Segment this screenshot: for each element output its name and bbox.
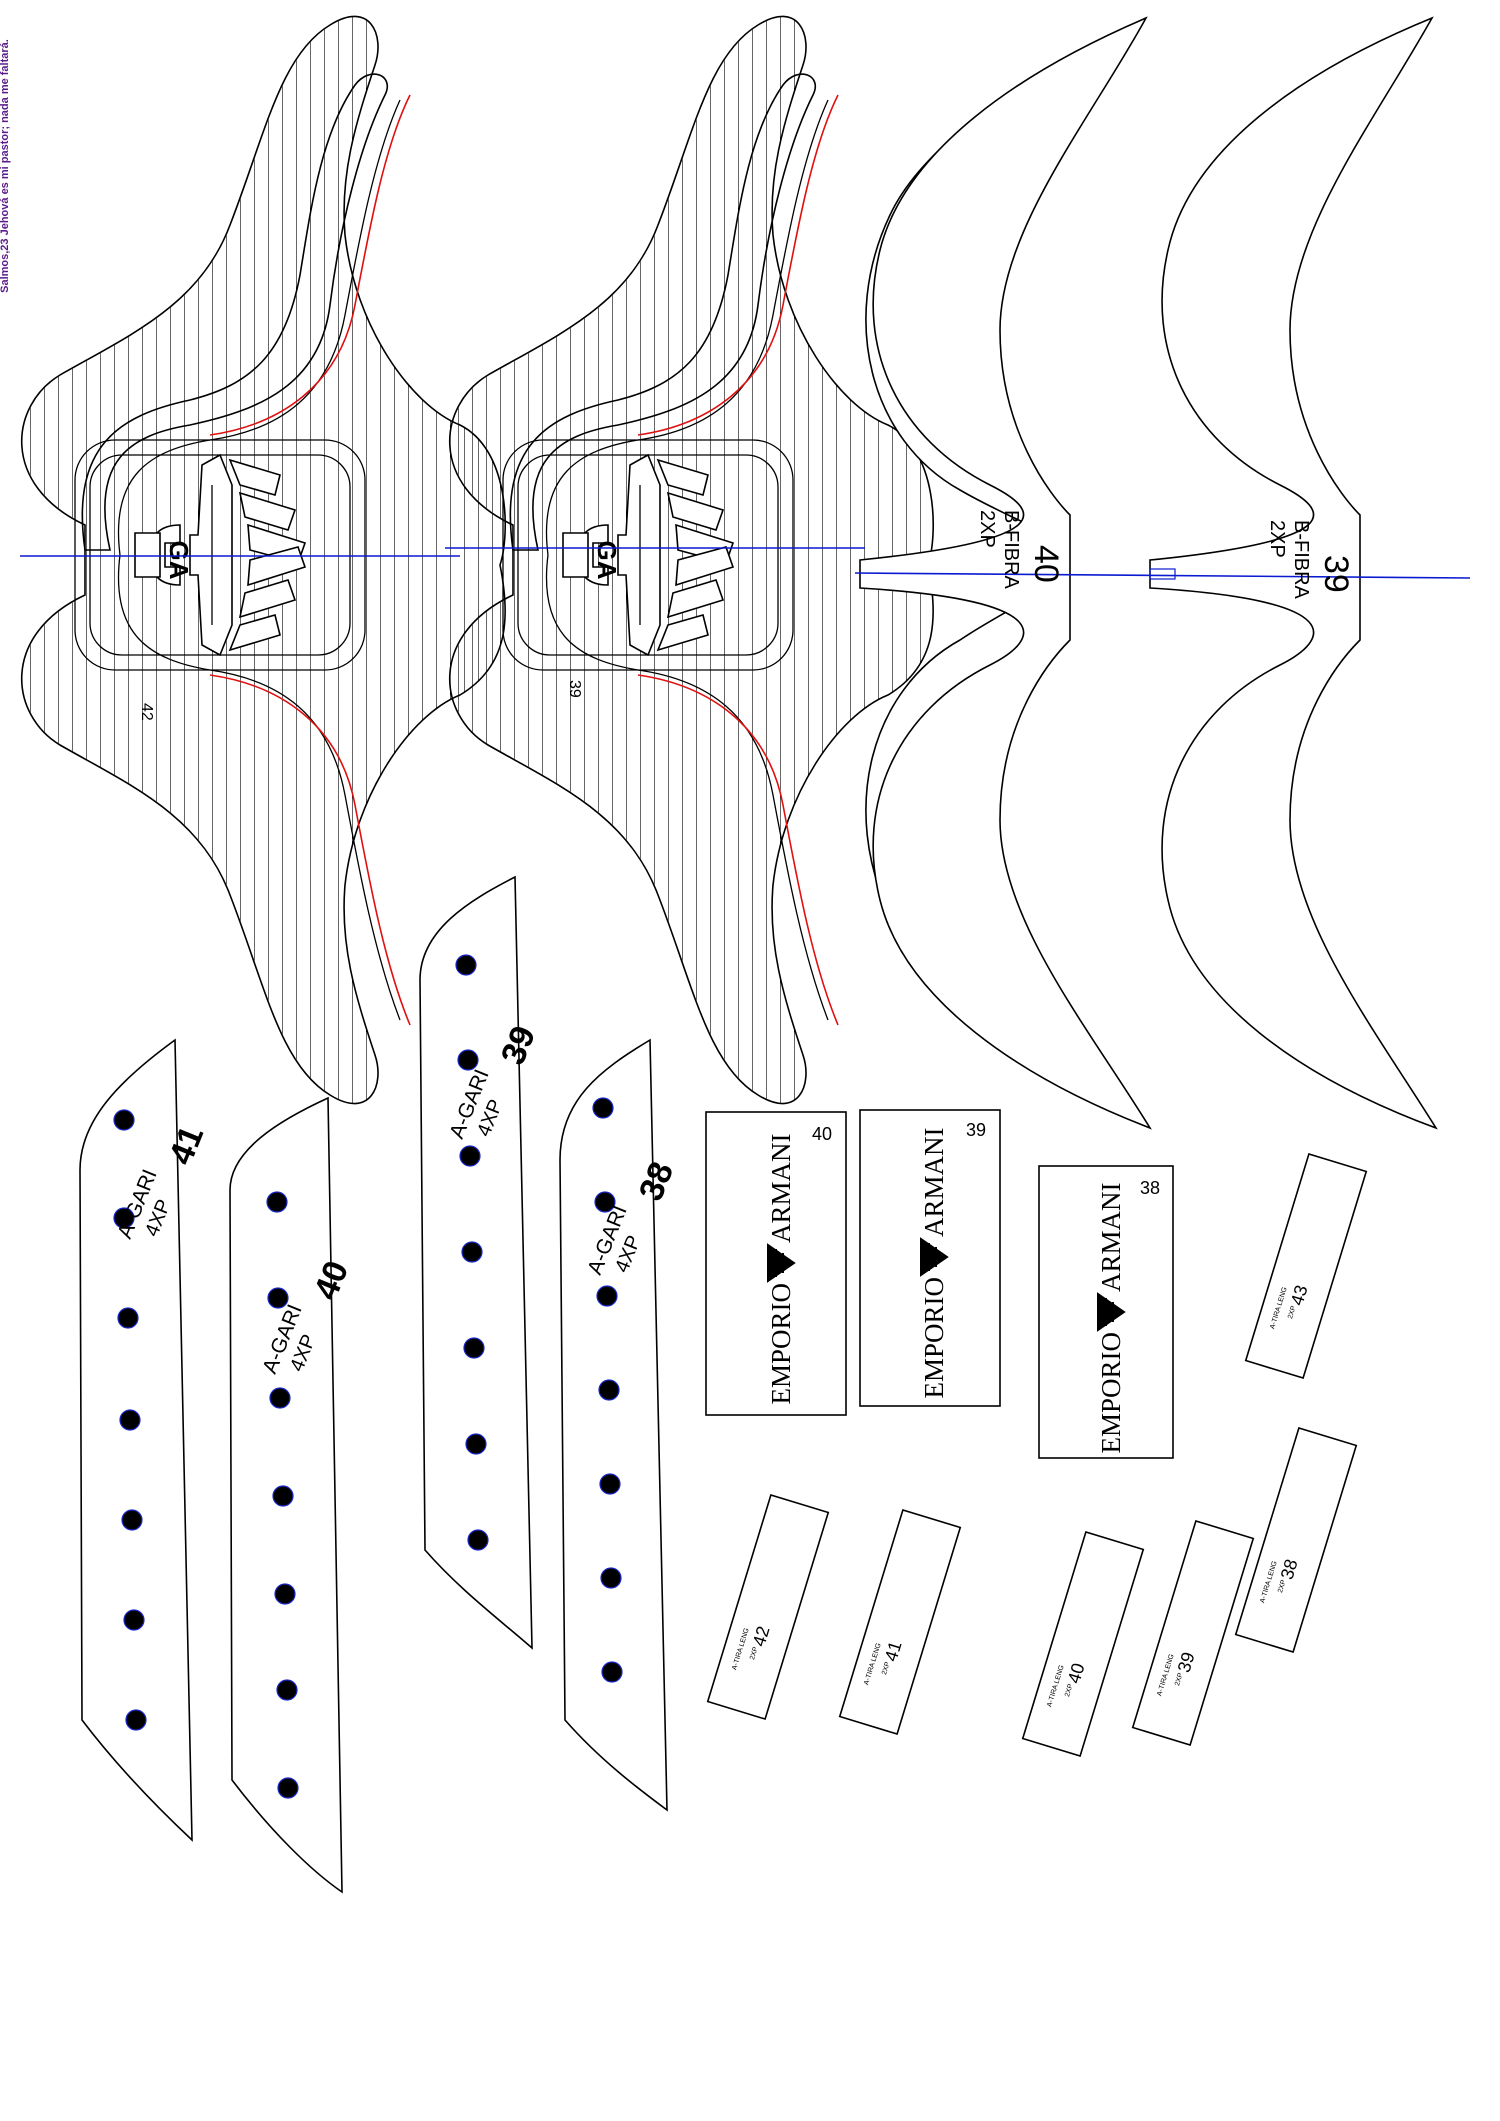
gari-piece: A-GARI 4XP 38 — [559, 1038, 681, 1812]
tongue-strip: 39 A-TIRA LENG 2XP — [1131, 1519, 1255, 1747]
gari-piece: A-GARI 4XP 39 — [419, 875, 543, 1650]
fiber-size: 40 — [1027, 545, 1065, 583]
gari-piece: A-GARI 4XP 40 — [229, 1096, 356, 1894]
tongue-strip: 41 A-TIRA LENG 2XP — [838, 1508, 962, 1736]
strip-qty: 2XP — [1174, 1672, 1185, 1687]
fiber-outline-40 — [859, 16, 1152, 1130]
tongue-strip: 42 A-TIRA LENG 2XP — [706, 1493, 830, 1721]
fiber-code: B-FIBRA — [1290, 520, 1312, 600]
eagle-icon — [920, 1237, 949, 1277]
brand-right: ARMANI — [1096, 1182, 1126, 1292]
vamp-piece: GA 39 — [450, 16, 934, 1103]
brand-label: 40 EMPORIO ARMANI — [705, 1111, 847, 1416]
brand-right: ARMANI — [766, 1133, 796, 1243]
strip-qty: 2XP — [1064, 1683, 1075, 1698]
piece-size: 39 — [566, 680, 583, 698]
brand-left: EMPORIO — [919, 1277, 949, 1399]
eagle-icon — [1097, 1292, 1126, 1332]
brand-left: EMPORIO — [1096, 1332, 1126, 1454]
vamp-piece: GA 42 — [22, 16, 506, 1103]
strip-qty: 2XP — [1287, 1305, 1298, 1320]
gari-piece: A-GARI 4XP 41 — [79, 1038, 211, 1842]
fiber-qty: 2XP — [976, 510, 998, 548]
fiber-outline-39 — [1149, 16, 1438, 1130]
tongue-strip: 40 A-TIRA LENG 2XP — [1021, 1530, 1145, 1758]
brand-left: EMPORIO — [766, 1283, 796, 1405]
tongue-strip: 43 A-TIRA LENG 2XP — [1244, 1152, 1368, 1380]
logo-text: GA — [164, 541, 194, 580]
brand-right: ARMANI — [919, 1127, 949, 1237]
fiber-code: B-FIBRA — [1000, 510, 1022, 590]
label-size: 39 — [966, 1120, 986, 1140]
strip-qty: 2XP — [749, 1646, 760, 1661]
strip-qty: 2XP — [1277, 1579, 1288, 1594]
tongue-strip: 38 A-TIRA LENG 2XP — [1234, 1426, 1358, 1654]
fiber-label-40: 40 B-FIBRA 2XP — [976, 510, 1065, 590]
label-size: 40 — [812, 1124, 832, 1144]
brand-label: 38 EMPORIO ARMANI — [1038, 1165, 1174, 1459]
fiber-size: 39 — [1317, 555, 1355, 593]
fiber-label-39: 39 B-FIBRA 2XP — [1266, 520, 1355, 600]
brand-label: 39 EMPORIO ARMANI — [859, 1109, 1001, 1407]
piece-size: 42 — [138, 703, 155, 721]
logo-text: GA — [592, 541, 622, 580]
eagle-icon — [767, 1243, 796, 1283]
fiber-qty: 2XP — [1266, 520, 1288, 558]
label-size: 38 — [1140, 1178, 1160, 1198]
center-axis — [854, 572, 1471, 579]
strip-qty: 2XP — [881, 1661, 892, 1676]
